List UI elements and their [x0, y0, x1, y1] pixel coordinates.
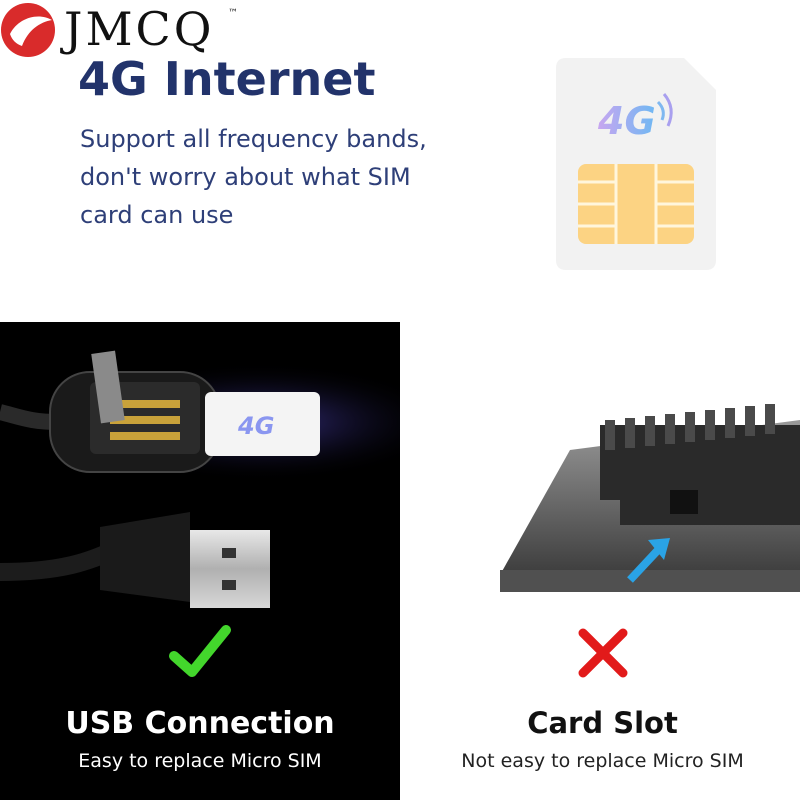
sim-4g-label: 4G [597, 99, 656, 143]
description-line-3: card can use [80, 201, 234, 229]
check-icon [169, 625, 231, 677]
trademark-symbol: ™ [228, 8, 238, 19]
brand-name: JMCQ [64, 2, 215, 56]
sim-card-image: 4G [556, 58, 716, 270]
x-icon [578, 628, 628, 678]
usb-connection-subtitle: Easy to replace Micro SIM [78, 750, 322, 772]
brand-logo [1, 3, 55, 57]
page-title: 4G Internet [78, 52, 376, 106]
description-line-1: Support all frequency bands, [80, 125, 427, 153]
svg-text:4G: 4G [237, 412, 274, 440]
usb-cable-photo: 4G [0, 350, 400, 608]
description-line-2: don't worry about what SIM [80, 163, 411, 191]
sim-chip [578, 164, 694, 244]
card-slot-subtitle: Not easy to replace Micro SIM [461, 750, 744, 772]
card-slot-device-photo [500, 404, 800, 592]
usb-connection-title: USB Connection [65, 706, 335, 741]
feature-description: Support all frequency bands, don't worry… [80, 120, 460, 234]
card-slot-title: Card Slot [527, 706, 678, 740]
